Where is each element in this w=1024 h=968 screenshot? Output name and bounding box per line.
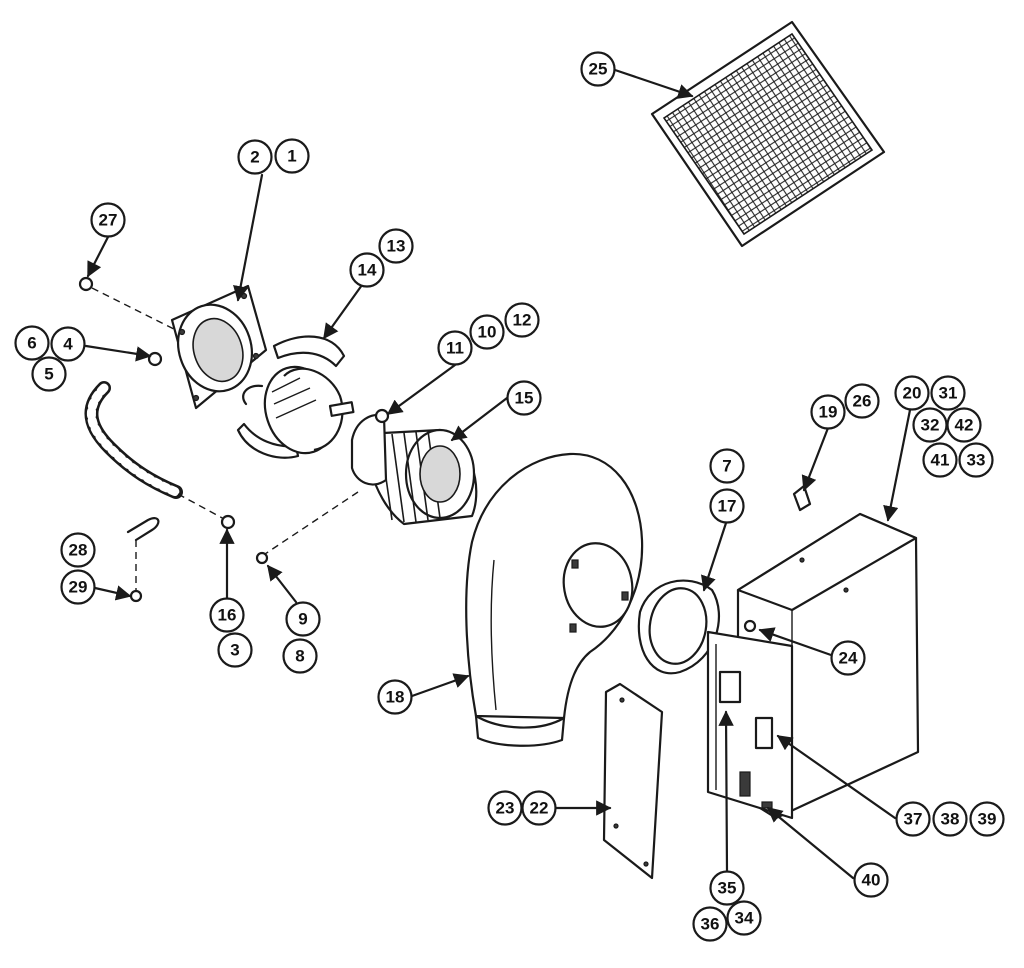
inlet-flange-part <box>170 284 268 410</box>
callout-40: 40 <box>853 862 889 898</box>
callout-31: 31 <box>930 375 966 411</box>
callout-39: 39 <box>969 801 1005 837</box>
callout-14: 14 <box>349 252 385 288</box>
svg-text:11: 11 <box>446 339 464 358</box>
access-panel-part <box>602 682 664 880</box>
control-box-part <box>706 512 920 820</box>
svg-text:18: 18 <box>386 688 405 707</box>
svg-text:31: 31 <box>939 384 958 403</box>
svg-text:41: 41 <box>931 451 950 470</box>
callout-38: 38 <box>932 801 968 837</box>
callout-15: 15 <box>506 380 542 416</box>
svg-text:32: 32 <box>921 416 940 435</box>
clip-part <box>126 517 160 603</box>
callout-36: 36 <box>692 906 728 942</box>
callout-17: 17 <box>709 488 745 524</box>
callout-10: 10 <box>469 314 505 350</box>
leader-lines <box>84 68 912 880</box>
callout-11: 11 <box>437 330 473 366</box>
svg-text:27: 27 <box>99 211 118 230</box>
svg-text:25: 25 <box>589 60 608 79</box>
callout-2: 2 <box>237 139 273 175</box>
svg-text:1: 1 <box>287 147 296 166</box>
svg-text:28: 28 <box>69 541 88 560</box>
callout-16: 16 <box>209 597 245 633</box>
svg-text:29: 29 <box>69 578 88 597</box>
svg-text:19: 19 <box>819 403 838 422</box>
callout-6: 6 <box>14 325 50 361</box>
svg-text:9: 9 <box>298 610 307 629</box>
callout-7: 7 <box>709 448 745 484</box>
svg-text:35: 35 <box>718 879 737 898</box>
callout-26: 26 <box>844 383 880 419</box>
svg-text:15: 15 <box>515 389 534 408</box>
callout-37: 37 <box>895 801 931 837</box>
svg-text:17: 17 <box>718 497 737 516</box>
svg-text:26: 26 <box>853 392 872 411</box>
svg-text:13: 13 <box>387 237 406 256</box>
callout-8: 8 <box>282 638 318 674</box>
callout-28: 28 <box>60 532 96 568</box>
nut-part <box>78 276 177 331</box>
callout-23: 23 <box>487 790 523 826</box>
callout-42: 42 <box>946 407 982 443</box>
blower-housing-part <box>465 452 644 747</box>
svg-text:37: 37 <box>904 810 923 829</box>
callout-9: 9 <box>285 601 321 637</box>
callout-3: 3 <box>217 632 253 668</box>
svg-text:4: 4 <box>63 335 73 354</box>
svg-text:42: 42 <box>955 416 974 435</box>
callout-25: 25 <box>580 51 616 87</box>
callout-5: 5 <box>31 356 67 392</box>
callout-20: 20 <box>894 375 930 411</box>
svg-text:3: 3 <box>230 641 239 660</box>
callout-32: 32 <box>912 407 948 443</box>
callout-41: 41 <box>922 442 958 478</box>
callout-18: 18 <box>377 679 413 715</box>
callout-1: 1 <box>274 138 310 174</box>
callout-labels: 1 2 3 4 5 6 7 8 9 10 11 12 13 14 15 16 1… <box>14 51 1005 942</box>
svg-text:7: 7 <box>722 457 731 476</box>
svg-text:34: 34 <box>735 909 754 928</box>
svg-text:20: 20 <box>903 384 922 403</box>
svg-text:8: 8 <box>295 647 304 666</box>
callout-27: 27 <box>90 202 126 238</box>
callout-29: 29 <box>60 569 96 605</box>
callout-19: 19 <box>810 394 846 430</box>
svg-text:22: 22 <box>530 799 549 818</box>
motor-part <box>242 365 355 455</box>
callout-13: 13 <box>378 228 414 264</box>
svg-text:38: 38 <box>941 810 960 829</box>
svg-text:39: 39 <box>978 810 997 829</box>
svg-text:23: 23 <box>496 799 515 818</box>
svg-text:10: 10 <box>478 323 497 342</box>
callout-12: 12 <box>504 302 540 338</box>
hose-part <box>84 381 236 530</box>
svg-text:16: 16 <box>218 606 237 625</box>
callout-22: 22 <box>521 790 557 826</box>
svg-text:12: 12 <box>513 311 532 330</box>
bracket-part <box>792 484 812 512</box>
callout-35: 35 <box>709 870 745 906</box>
svg-text:36: 36 <box>701 915 720 934</box>
blower-wheel-part <box>255 408 478 565</box>
svg-text:6: 6 <box>27 334 36 353</box>
screw-part <box>147 351 163 367</box>
filter-part <box>650 20 886 248</box>
callout-4: 4 <box>50 326 86 362</box>
svg-text:5: 5 <box>44 365 53 384</box>
callout-24: 24 <box>830 640 866 676</box>
svg-text:2: 2 <box>250 148 259 167</box>
callout-33: 33 <box>958 442 994 478</box>
svg-text:33: 33 <box>967 451 986 470</box>
svg-text:40: 40 <box>862 871 881 890</box>
svg-text:24: 24 <box>839 649 858 668</box>
svg-text:14: 14 <box>358 261 377 280</box>
callout-34: 34 <box>726 900 762 936</box>
